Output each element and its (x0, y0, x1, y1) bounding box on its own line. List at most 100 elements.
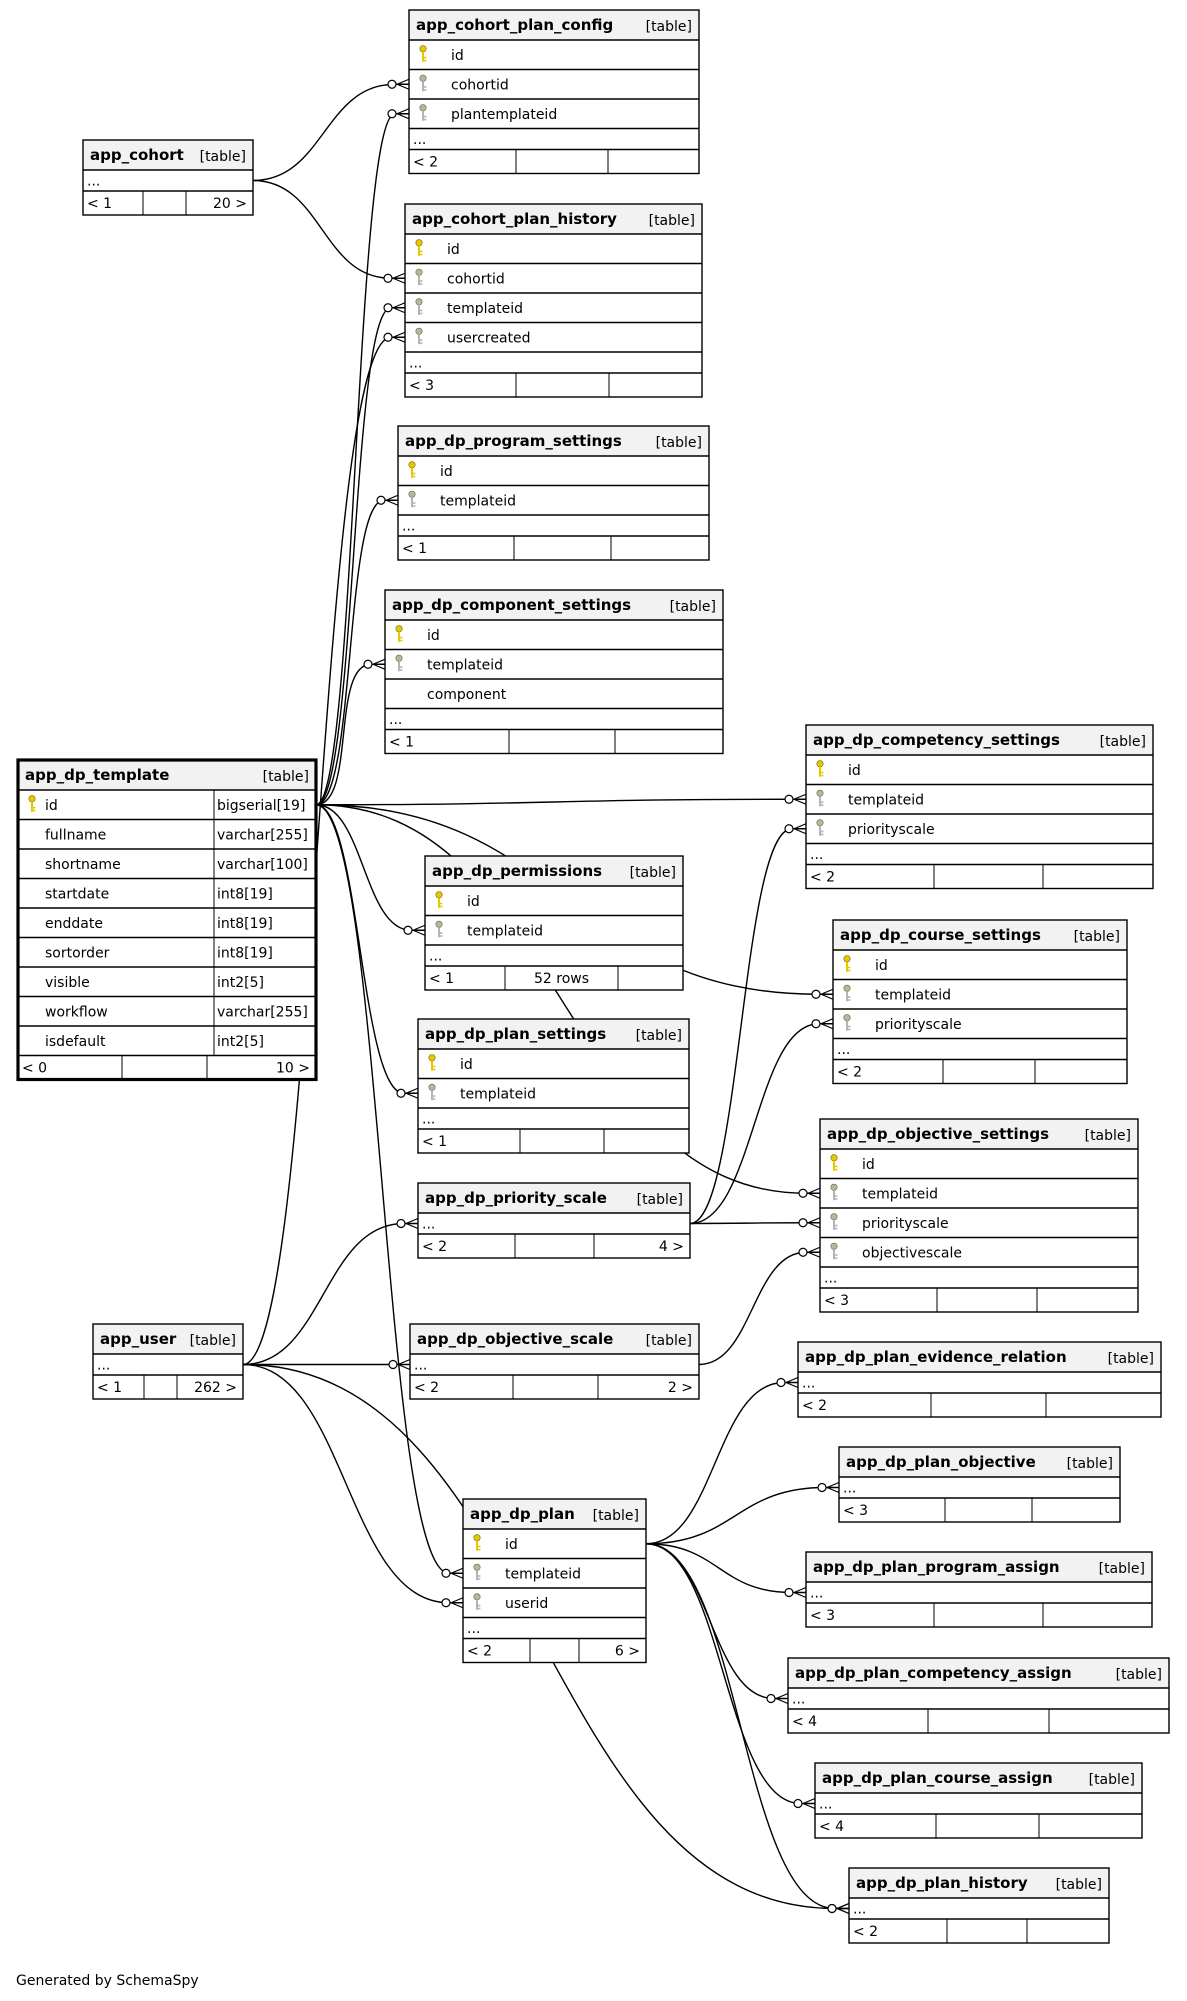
column-row-templateid: templateid (816, 789, 924, 808)
parents-count: < 3 (810, 1608, 835, 1624)
column-row-id: id (395, 625, 440, 644)
table-plan-course-assign[interactable]: app_dp_plan_course_assign[table]...< 4 (814, 1762, 1143, 1839)
table-footer: < 2 4 > (422, 1234, 684, 1258)
table-competency-settings[interactable]: app_dp_competency_settings[table]idtempl… (805, 724, 1154, 890)
relationship-template-to-competency-settings (315, 793, 807, 806)
table-course-settings[interactable]: app_dp_course_settings[table]idtemplatei… (832, 919, 1128, 1085)
table-name: app_cohort_plan_history (412, 210, 617, 228)
relationship-template-to-program-settings (315, 494, 399, 806)
relationship-plan-to-plan-competency-assign (645, 1543, 789, 1705)
table-plan-evidence-relation[interactable]: app_dp_plan_evidence_relation[table]...<… (797, 1341, 1162, 1418)
relationship-priority-scale-to-course-settings (689, 1018, 834, 1225)
table-permissions[interactable]: app_dp_permissions[table]idtemplateid...… (424, 855, 684, 991)
relationship-user-to-priority-scale (242, 1217, 419, 1366)
column-row-templateid: templateid (415, 298, 523, 317)
column-row-priorityscale: priorityscale (843, 1014, 962, 1033)
table-plan[interactable]: app_dp_plan[table]idtemplateiduserid...<… (462, 1498, 647, 1664)
table-component-settings[interactable]: app_dp_component_settings[table]idtempla… (384, 589, 724, 755)
parents-count: < 2 (422, 1239, 447, 1255)
column-type: varchar[255] (217, 827, 308, 843)
column-row-templateid: templateid (428, 1083, 536, 1102)
table-footer: < 2 (413, 149, 609, 174)
column-name: ... (810, 847, 823, 863)
column-name: ... (837, 1042, 850, 1058)
more-columns-row: ... (792, 1692, 805, 1708)
column-name: userid (505, 1596, 548, 1612)
table-plan-objective[interactable]: app_dp_plan_objective[table]...< 3 (838, 1446, 1121, 1523)
relationship-template-to-cohort-plan-config (315, 108, 410, 806)
table-type-tag: [table] (649, 213, 695, 229)
column-name: templateid (447, 301, 523, 317)
table-name: app_dp_component_settings (392, 596, 631, 614)
column-name: templateid (862, 1186, 938, 1202)
column-name: ... (402, 519, 415, 535)
column-name: cohortid (447, 271, 505, 287)
table-cohort-plan-history[interactable]: app_cohort_plan_history[table]idcohortid… (404, 203, 703, 398)
column-name: templateid (440, 493, 516, 509)
column-name: ... (853, 1902, 866, 1918)
table-cohort-plan-config[interactable]: app_cohort_plan_config[table]idcohortidp… (408, 9, 700, 175)
children-count: 4 > (659, 1239, 684, 1255)
parents-count: < 1 (97, 1380, 122, 1396)
table-plan-settings[interactable]: app_dp_plan_settings[table]idtemplateid.… (417, 1018, 690, 1154)
column-name: ... (792, 1692, 805, 1708)
parents-count: < 2 (853, 1924, 878, 1940)
parents-count: < 3 (843, 1503, 868, 1519)
relationship-template-to-plan-settings (315, 804, 419, 1099)
parents-count: < 4 (819, 1819, 844, 1835)
table-name: app_dp_plan_history (856, 1874, 1028, 1892)
more-columns-row: ... (87, 174, 100, 190)
column-name: ... (87, 174, 100, 190)
table-name: app_dp_permissions (432, 862, 602, 880)
column-row-id: id (435, 891, 480, 910)
column-row-usercreated: usercreated (415, 327, 531, 346)
table-objective-settings[interactable]: app_dp_objective_settings[table]idtempla… (819, 1118, 1139, 1313)
table-program-settings[interactable]: app_dp_program_settings[table]idtemplate… (397, 425, 710, 561)
column-name: component (427, 687, 507, 703)
more-columns-row: ... (422, 1217, 435, 1233)
table-name: app_dp_plan (470, 1505, 575, 1523)
column-name: priorityscale (875, 1017, 962, 1033)
more-columns-row: ... (97, 1358, 110, 1374)
column-row-templateid: templateid (395, 654, 503, 673)
foreign-key-icon (843, 1014, 851, 1031)
column-name: id (427, 628, 440, 644)
table-plan-competency-assign[interactable]: app_dp_plan_competency_assign[table]...<… (787, 1657, 1170, 1734)
foreign-key-icon (843, 984, 851, 1002)
foreign-key-icon (415, 268, 423, 286)
relationship-priority-scale-to-competency-settings (689, 823, 807, 1225)
table-footer: < 3 (843, 1498, 1033, 1522)
parents-count: < 0 (22, 1061, 47, 1077)
relationship-user-to-plan (242, 1363, 464, 1609)
column-name: ... (467, 1621, 480, 1637)
tables-layer: app_cohort_plan_config[table]idcohortidp… (16, 9, 1170, 1944)
table-name: app_dp_plan_competency_assign (795, 1664, 1072, 1682)
more-columns-row: ... (853, 1902, 866, 1918)
relationship-template-to-plan (315, 804, 464, 1579)
column-name: templateid (427, 657, 503, 673)
table-plan-history[interactable]: app_dp_plan_history[table]...< 2 (848, 1867, 1110, 1944)
column-type: int2[5] (217, 1034, 264, 1050)
more-columns-row: ... (843, 1481, 856, 1497)
column-row-templateid: templateid (473, 1563, 581, 1582)
parents-count: < 1 (429, 971, 454, 987)
table-name: app_dp_objective_scale (417, 1330, 613, 1348)
table-plan-program-assign[interactable]: app_dp_plan_program_assign[table]...< 3 (805, 1551, 1153, 1628)
column-name: id (505, 1537, 518, 1553)
column-name: templateid (467, 923, 543, 939)
